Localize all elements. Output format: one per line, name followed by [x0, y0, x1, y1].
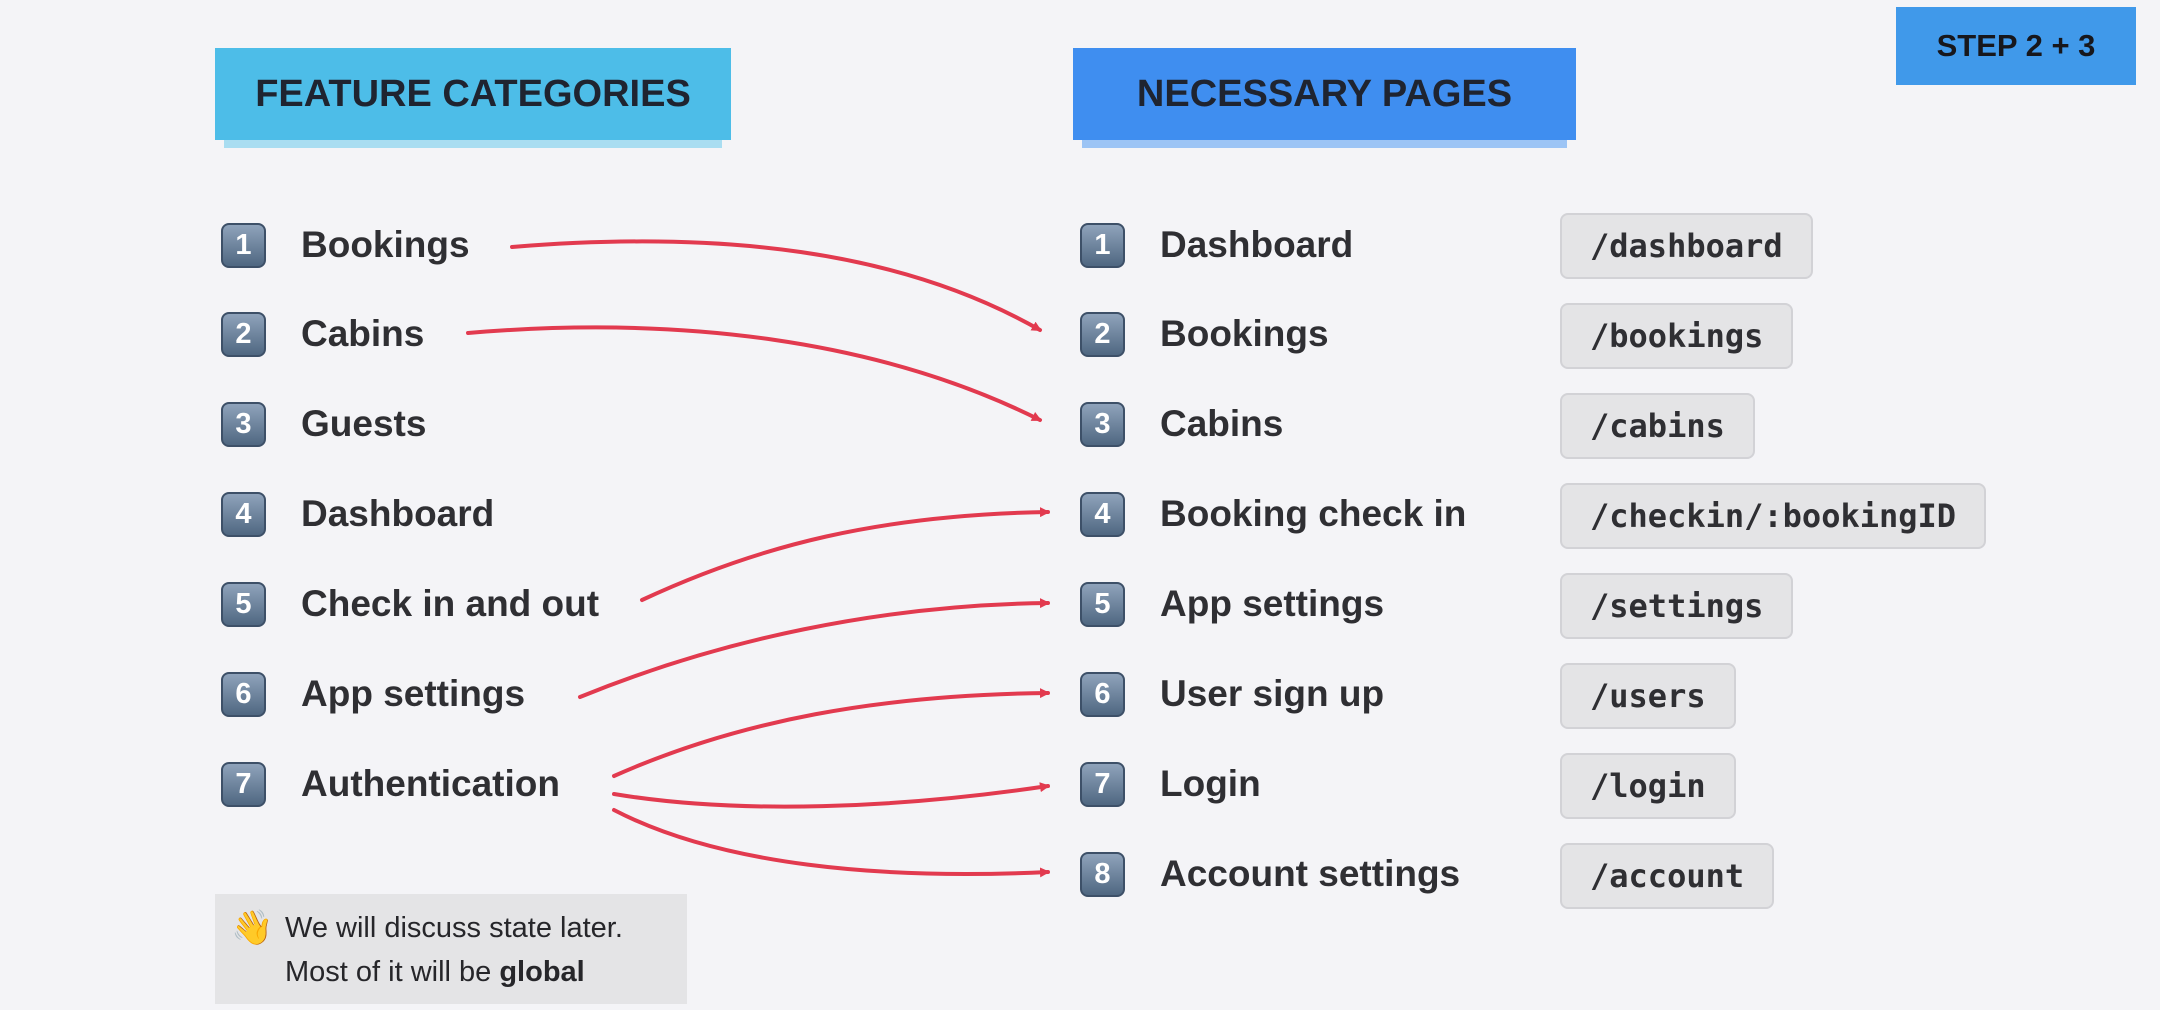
page-item-cabins: 3 Cabins: [1080, 394, 1283, 454]
feature-label: Check in and out: [301, 583, 600, 624]
feature-label: Dashboard: [301, 493, 495, 534]
feature-label: App settings: [301, 673, 526, 714]
feature-categories-header: FEATURE CATEGORIES: [215, 48, 731, 148]
route-badge-cabins: /cabins: [1560, 393, 1755, 459]
route-badge-bookings: /bookings: [1560, 303, 1794, 369]
arrow-cabins-to-cabins: [466, 325, 1042, 422]
page-item-account-settings: 8 Account settings: [1080, 844, 1460, 904]
number-6-icon: 6: [221, 671, 266, 717]
feature-label: Guests: [301, 403, 427, 444]
feature-item-authentication: 7 Authentication: [221, 754, 560, 814]
route-badge-checkin: /checkin/:bookingID: [1560, 483, 1987, 549]
state-note: 👋 We will discuss state later. Most of i…: [215, 894, 687, 1004]
feature-item-cabins: 2 Cabins: [221, 304, 424, 364]
number-7-icon: 7: [1080, 761, 1125, 807]
feature-item-guests: 3 Guests: [221, 394, 426, 454]
number-1-icon: 1: [1080, 222, 1125, 268]
number-5-icon: 5: [1080, 581, 1125, 627]
number-7-icon: 7: [221, 761, 266, 807]
page-label: Cabins: [1160, 403, 1284, 444]
number-2-icon: 2: [221, 311, 266, 357]
arrow-auth-to-account-settings: [612, 808, 1050, 878]
page-label: Account settings: [1160, 853, 1461, 894]
route-badge-users: /users: [1560, 663, 1736, 729]
page-label: App settings: [1160, 583, 1385, 624]
note-text: We will discuss state later. Most of it …: [285, 906, 623, 994]
waving-hand-icon: 👋: [231, 909, 274, 947]
necessary-pages-header: NECESSARY PAGES: [1073, 48, 1576, 148]
page-label: Login: [1160, 763, 1261, 804]
feature-item-dashboard: 4 Dashboard: [221, 484, 494, 544]
note-line-2: Most of it will be global: [285, 950, 623, 994]
feature-label: Authentication: [301, 763, 560, 804]
arrow-bookings-to-bookings: [510, 239, 1042, 332]
route-badge-dashboard: /dashboard: [1560, 213, 1813, 279]
note-bold-word: global: [499, 956, 585, 988]
page-label: User sign up: [1160, 673, 1385, 714]
note-line-2-prefix: Most of it will be: [285, 956, 500, 988]
arrow-auth-to-user-sign-up: [612, 688, 1050, 778]
page-label: Bookings: [1160, 313, 1329, 354]
feature-label: Bookings: [301, 224, 470, 265]
number-4-icon: 4: [1080, 491, 1125, 537]
feature-item-bookings: 1 Bookings: [221, 215, 470, 275]
feature-item-check-in-out: 5 Check in and out: [221, 574, 599, 634]
arrow-auth-to-login: [612, 782, 1050, 809]
number-3-icon: 3: [221, 401, 266, 447]
arrow-app-settings-to-app-settings: [578, 598, 1050, 699]
feature-item-app-settings: 6 App settings: [221, 664, 525, 724]
arrow-checkin-to-booking-check-in: [640, 507, 1050, 602]
step-badge: STEP 2 + 3: [1896, 7, 2136, 85]
number-4-icon: 4: [221, 491, 266, 537]
route-badge-login: /login: [1560, 753, 1736, 819]
page-label: Booking check in: [1160, 493, 1467, 534]
page-item-login: 7 Login: [1080, 754, 1261, 814]
number-8-icon: 8: [1080, 851, 1125, 897]
page-item-dashboard: 1 Dashboard: [1080, 215, 1353, 275]
number-3-icon: 3: [1080, 401, 1125, 447]
route-badge-account: /account: [1560, 843, 1775, 909]
feature-label: Cabins: [301, 313, 425, 354]
note-line-1: We will discuss state later.: [285, 912, 623, 944]
number-6-icon: 6: [1080, 671, 1125, 717]
number-5-icon: 5: [221, 581, 266, 627]
route-badge-settings: /settings: [1560, 573, 1794, 639]
page-label: Dashboard: [1160, 224, 1354, 265]
page-item-user-sign-up: 6 User sign up: [1080, 664, 1384, 724]
number-2-icon: 2: [1080, 311, 1125, 357]
page-item-app-settings: 5 App settings: [1080, 574, 1384, 634]
page-item-bookings: 2 Bookings: [1080, 304, 1329, 364]
number-1-icon: 1: [221, 222, 266, 268]
page-item-booking-check-in: 4 Booking check in: [1080, 484, 1466, 544]
